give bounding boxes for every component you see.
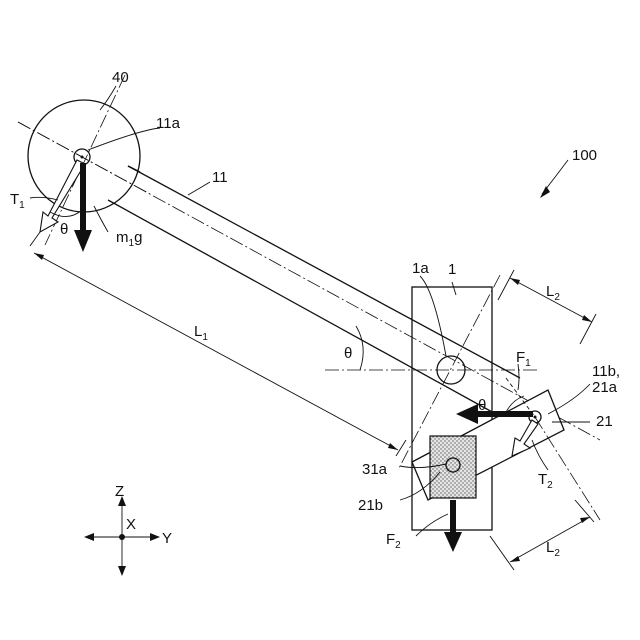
label-L2-bottom: L2 xyxy=(546,539,560,559)
label-axis-z: Z xyxy=(115,483,124,500)
label-F2: F2 xyxy=(386,531,401,551)
label-L1: L1 xyxy=(194,323,208,343)
link-extension-line xyxy=(535,417,600,520)
ref-100-arrow xyxy=(540,160,568,198)
label-1: 1 xyxy=(448,261,456,278)
label-100: 100 xyxy=(572,147,597,164)
label-1a: 1a xyxy=(412,260,429,277)
dimension-L1 xyxy=(30,232,406,456)
pivot-11a-center xyxy=(81,156,84,159)
label-T1: T1 xyxy=(10,191,25,211)
label-theta-center: θ xyxy=(344,345,352,362)
label-40: 40 xyxy=(112,69,129,86)
label-axis-y: Y xyxy=(162,530,172,547)
label-21: 21 xyxy=(596,413,613,430)
label-11a: 11a xyxy=(156,115,181,132)
arm-11 xyxy=(108,166,520,413)
label-theta-left: θ xyxy=(60,221,68,238)
theta-arc-center xyxy=(356,326,363,370)
force-F2-arrow xyxy=(444,500,462,552)
coordinate-axes xyxy=(84,496,160,576)
label-T2: T2 xyxy=(538,471,553,491)
label-theta-right: θ xyxy=(478,397,486,414)
label-31a: 31a xyxy=(362,461,388,478)
dimension-L2-bottom xyxy=(490,500,594,570)
label-21a: 21a xyxy=(592,379,618,396)
label-21b: 21b xyxy=(358,497,383,514)
label-11: 11 xyxy=(212,169,228,186)
dimension-L2-top xyxy=(498,270,596,344)
label-11b: 11b, xyxy=(592,363,620,380)
label-m1g: m1g xyxy=(116,229,142,249)
label-L2-top: L2 xyxy=(546,283,560,303)
label-axis-x: X xyxy=(126,516,136,533)
weight-31a xyxy=(430,436,476,498)
